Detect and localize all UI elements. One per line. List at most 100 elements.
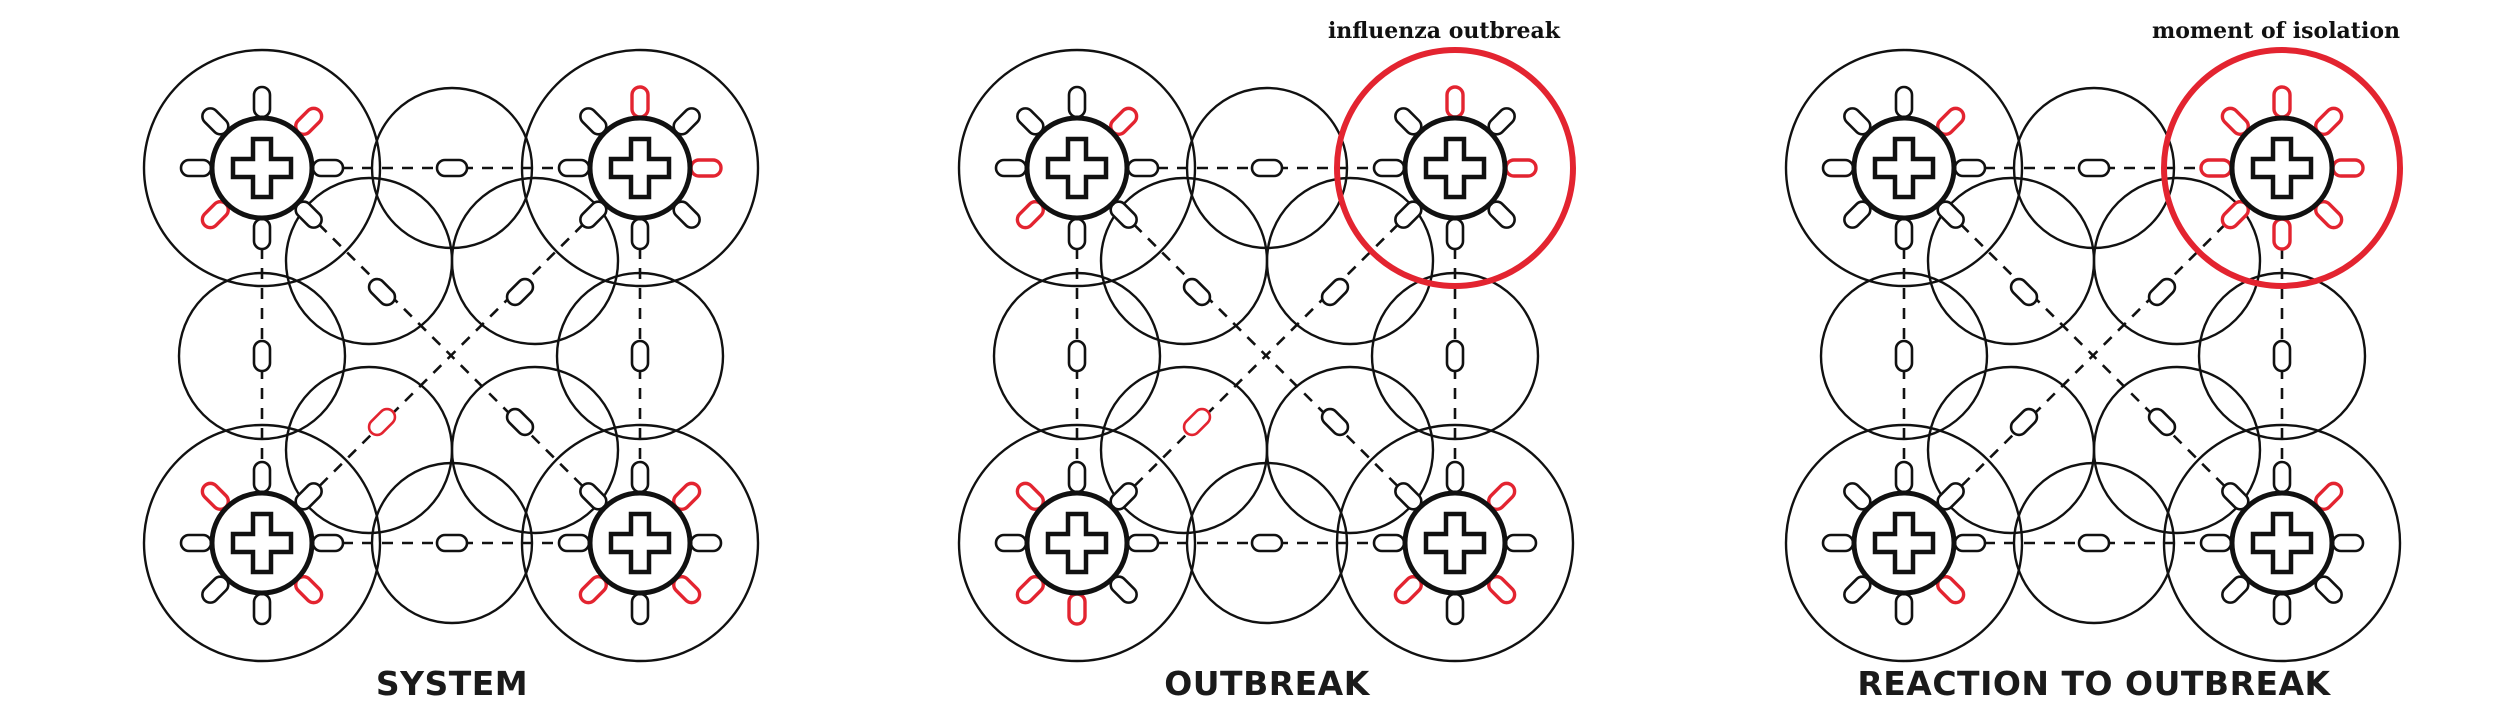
dashed-connection bbox=[261, 167, 641, 544]
link-capsule bbox=[2147, 277, 2177, 307]
link-capsule bbox=[1250, 533, 1284, 553]
coverage-circle bbox=[450, 365, 620, 535]
pod-capsule bbox=[1067, 217, 1087, 251]
pod-capsule bbox=[1894, 85, 1914, 119]
pod-capsule bbox=[1821, 158, 1855, 178]
hub-node bbox=[557, 460, 723, 626]
link-capsule bbox=[2147, 407, 2177, 437]
link-capsule bbox=[367, 407, 397, 437]
network-diagram bbox=[1784, 47, 2403, 663]
panel-title: REACTION TO OUTBREAK bbox=[1857, 664, 2331, 703]
hub-range-circle bbox=[957, 423, 1197, 663]
pod-capsule bbox=[179, 533, 213, 553]
link-capsule bbox=[1320, 277, 1350, 307]
coverage-circle bbox=[1265, 365, 1435, 535]
link-capsule bbox=[2077, 158, 2111, 178]
hub-node bbox=[1821, 85, 1987, 251]
medical-cross-icon bbox=[2250, 136, 2314, 200]
pod-capsule bbox=[994, 158, 1028, 178]
pod-capsule bbox=[311, 533, 345, 553]
link-capsule bbox=[2009, 277, 2039, 307]
pod-capsule bbox=[2331, 533, 2365, 553]
medical-cross-icon bbox=[1872, 136, 1936, 200]
medical-cross-icon bbox=[1423, 511, 1487, 575]
coverage-circle bbox=[1926, 176, 2096, 346]
pod-capsule bbox=[1953, 158, 1987, 178]
pod-capsule bbox=[1126, 158, 1160, 178]
network-diagram bbox=[957, 47, 1576, 663]
pod-capsule bbox=[2272, 85, 2292, 119]
link-capsule bbox=[435, 533, 469, 553]
hub-node bbox=[994, 85, 1160, 251]
link-capsule bbox=[1320, 407, 1350, 437]
pod-capsule bbox=[2272, 592, 2292, 626]
pod-capsule bbox=[689, 533, 723, 553]
pod-capsule bbox=[1894, 592, 1914, 626]
pod-capsule bbox=[1126, 533, 1160, 553]
pod-capsule bbox=[557, 533, 591, 553]
pod-capsule bbox=[2199, 533, 2233, 553]
link-capsule bbox=[1067, 339, 1087, 373]
hub-node bbox=[1372, 460, 1538, 626]
pod-capsule bbox=[689, 158, 723, 178]
link-capsule bbox=[1250, 158, 1284, 178]
panel-title: OUTBREAK bbox=[1164, 664, 1371, 703]
pod-capsule bbox=[1445, 217, 1465, 251]
hub-range-circle bbox=[1784, 48, 2024, 288]
pod-capsule bbox=[179, 158, 213, 178]
hub-range-circle bbox=[957, 48, 1197, 288]
pod-capsule bbox=[630, 217, 650, 251]
coverage-circle bbox=[284, 365, 454, 535]
network-diagram bbox=[142, 48, 760, 663]
link-capsule bbox=[435, 158, 469, 178]
hub-range-circle bbox=[142, 48, 382, 288]
pod-capsule bbox=[1372, 158, 1406, 178]
pod-capsule bbox=[630, 460, 650, 494]
dashed-connection bbox=[1903, 167, 2283, 544]
medical-cross-icon bbox=[230, 511, 294, 575]
hub-range-circle bbox=[1784, 423, 2024, 663]
medical-cross-icon bbox=[608, 511, 672, 575]
link-capsule bbox=[1894, 339, 1914, 373]
link-capsule bbox=[505, 407, 535, 437]
pod-capsule bbox=[1894, 460, 1914, 494]
medical-cross-icon bbox=[230, 136, 294, 200]
hub-node bbox=[557, 85, 723, 251]
hub-node bbox=[994, 460, 1160, 626]
coverage-circle bbox=[450, 176, 620, 346]
coverage-circle bbox=[1265, 176, 1435, 346]
pod-capsule bbox=[252, 85, 272, 119]
pod-capsule bbox=[1067, 85, 1087, 119]
link-capsule bbox=[2009, 407, 2039, 437]
pod-capsule bbox=[1445, 460, 1465, 494]
coverage-circle bbox=[1099, 365, 1269, 535]
pod-capsule bbox=[2199, 158, 2233, 178]
medical-cross-icon bbox=[1045, 136, 1109, 200]
pod-capsule bbox=[2272, 460, 2292, 494]
hub-node bbox=[179, 85, 345, 251]
pod-capsule bbox=[252, 592, 272, 626]
pod-capsule bbox=[557, 158, 591, 178]
pod-capsule bbox=[994, 533, 1028, 553]
medical-cross-icon bbox=[1872, 511, 1936, 575]
link-capsule bbox=[367, 277, 397, 307]
panel-annotation: influenza outbreak bbox=[1328, 18, 1561, 44]
outbreak-highlight-circle bbox=[1334, 47, 1576, 289]
coverage-circle bbox=[2092, 176, 2262, 346]
hub-node bbox=[1372, 85, 1538, 251]
panel-title: SYSTEM bbox=[376, 664, 528, 703]
pod-capsule bbox=[252, 460, 272, 494]
hub-range-circle bbox=[142, 423, 382, 663]
medical-cross-icon bbox=[1045, 511, 1109, 575]
coverage-circle bbox=[1099, 176, 1269, 346]
link-capsule bbox=[2077, 533, 2111, 553]
pod-capsule bbox=[2272, 217, 2292, 251]
coverage-circle bbox=[2092, 365, 2262, 535]
pod-capsule bbox=[1445, 592, 1465, 626]
pod-capsule bbox=[1821, 533, 1855, 553]
panel-reaction-to-outbreak: moment of isolation REACTION TO OUTBREAK bbox=[1784, 18, 2403, 703]
hub-node bbox=[2199, 85, 2365, 251]
hub-node bbox=[2199, 460, 2365, 626]
pod-capsule bbox=[630, 85, 650, 119]
